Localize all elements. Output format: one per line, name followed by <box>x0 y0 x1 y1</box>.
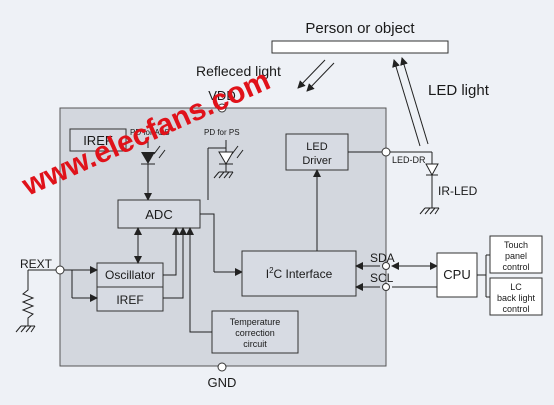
adc-label: ADC <box>145 207 172 222</box>
rext-label: REXT <box>20 257 53 271</box>
reflected-light-arrows <box>297 59 335 92</box>
object-bar <box>271 40 449 54</box>
lc-backlight-control-block <box>489 277 543 316</box>
touch-label-line1: Touch <box>504 240 528 250</box>
vdd-label: VDD <box>208 88 235 103</box>
touch-label-line2: panel <box>505 251 527 261</box>
rext-pin <box>55 265 65 275</box>
reflected-light-label: Refleced light <box>196 63 281 79</box>
ir-led-icon <box>390 151 440 215</box>
oscillator-label: Oscillator <box>105 268 155 282</box>
temp-label-line2: correction <box>235 328 275 338</box>
temp-label-line3: circuit <box>243 339 267 349</box>
led-light-arrows <box>392 57 429 147</box>
pd-ps-photodiode-icon <box>207 140 244 200</box>
person-or-object-label: Person or object <box>305 20 415 37</box>
lc-label-line3: control <box>502 304 529 314</box>
i2c-interface-block <box>241 250 357 297</box>
vdd-pin <box>217 103 227 113</box>
adc-block <box>117 199 201 229</box>
led-dr-pin <box>381 147 391 157</box>
ir-led-label: IR-LED <box>438 184 478 198</box>
pd-ps-label: PD for PS <box>204 128 240 137</box>
scl-label: SCL <box>370 271 394 285</box>
lc-label-line1: LC <box>510 282 522 292</box>
iref-bottom-block <box>96 286 164 312</box>
pd-als-photodiode-icon <box>141 140 166 201</box>
temperature-correction-block <box>211 310 299 354</box>
resistor-icon <box>15 269 56 333</box>
cpu-label: CPU <box>443 267 470 282</box>
gnd-pin <box>217 362 227 372</box>
sda-label: SDA <box>370 251 395 265</box>
i2c-prefix: I <box>266 267 269 281</box>
touch-panel-control-block <box>489 235 543 274</box>
pd-als-label: PD for ALS <box>130 128 170 137</box>
gnd-label: GND <box>208 375 237 390</box>
led-driver-block <box>285 133 349 171</box>
i2c-superscript: 2 <box>269 266 274 275</box>
iref-top-block <box>69 128 127 152</box>
led-driver-label-line1: LED <box>306 141 327 153</box>
i2c-rest: C Interface <box>274 267 333 281</box>
cpu-block <box>436 252 478 298</box>
oscillator-block <box>96 262 164 288</box>
led-driver-label-line2: Driver <box>302 155 332 167</box>
iref-bottom-label: IREF <box>116 293 143 307</box>
led-dr-label: LED-DR <box>392 155 426 165</box>
lc-label-line2: back light <box>497 293 536 303</box>
sda-pin <box>382 262 390 270</box>
scl-pin <box>382 283 390 291</box>
led-light-label: LED light <box>428 82 490 99</box>
temp-label-line1: Temperature <box>230 317 281 327</box>
touch-label-line3: control <box>502 262 529 272</box>
i2c-interface-label: I2C Interface <box>266 266 333 281</box>
iref-top-label: IREF <box>83 133 113 148</box>
